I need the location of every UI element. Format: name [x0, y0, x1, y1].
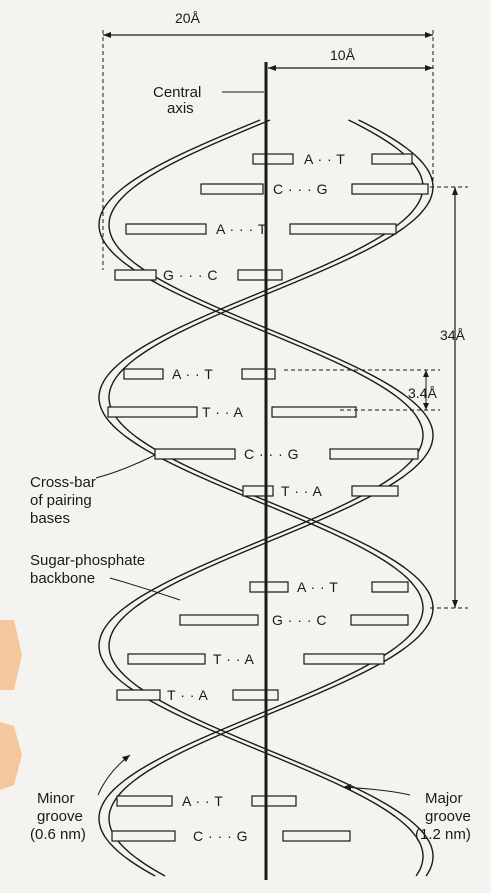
radius-label: 10Å [330, 47, 356, 63]
base-pair-8-left-bar [242, 485, 274, 497]
base-pair-5-label: A · · T [172, 366, 213, 382]
cross-bar-label-line1: Cross-bar [30, 474, 96, 491]
minor-groove-label-line2: groove [37, 808, 83, 825]
base-pair-12-left-bar [116, 689, 161, 701]
accent-shape-top [0, 620, 22, 690]
base-pairs: A · · T C · · · G A · · · T G · · · C A · · … [107, 151, 429, 844]
base-pair-10-left-bar [179, 614, 259, 626]
base-pair-4-left-bar [114, 269, 157, 281]
strand-b-edge-1 [98, 119, 424, 877]
base-pair-11-right-bar [303, 653, 385, 665]
base-pair-9-label: A · · T [297, 579, 338, 595]
rise-label: 3.4Å [408, 385, 437, 401]
base-pair-9-left-bar [249, 581, 289, 593]
pitch-dimension: 34Å [430, 186, 468, 609]
base-pair-2-right-bar [351, 183, 429, 195]
base-pair-7-left-bar [154, 448, 236, 460]
backbone-label-line1: Sugar-phosphate [30, 552, 145, 569]
strand-b-edge-2 [108, 119, 434, 877]
base-pair-1-label: A · · T [304, 151, 345, 167]
base-pair-6-label: T · · A [202, 404, 244, 420]
minor-groove-label-line3: (0.6 nm) [30, 826, 86, 843]
width-dimension: 20Å [102, 10, 434, 270]
central-axis-label-line2: axis [167, 100, 194, 117]
base-pair-12-right-bar [232, 689, 279, 701]
base-pair-8-label: T · · A [281, 483, 323, 499]
base-pair-14-label: C · · · G [193, 828, 248, 844]
central-axis-label: Central axis [153, 84, 264, 117]
base-pair-5-left-bar [123, 368, 164, 380]
strand-a-edge-1 [98, 119, 424, 877]
backbone-label: Sugar-phosphate backbone [30, 552, 181, 601]
base-pair-2-left-bar [200, 183, 264, 195]
base-pair-8-right-bar [351, 485, 399, 497]
base-pair-10-label: G · · · C [272, 612, 327, 628]
base-pair-13-left-bar [116, 795, 173, 807]
helix-strands [98, 119, 434, 877]
base-pair-2-label: C · · · G [273, 181, 328, 197]
base-pair-1-left-bar [252, 153, 294, 165]
base-pair-13-label: A · · T [182, 793, 223, 809]
strand-a-edge-2 [108, 119, 434, 877]
accent-shape-bottom [0, 722, 22, 790]
backbone-label-line2: backbone [30, 570, 95, 587]
width-label: 20Å [175, 10, 201, 26]
pitch-label: 34Å [440, 327, 466, 343]
base-pair-9-right-bar [371, 581, 409, 593]
base-pair-5-right-bar [241, 368, 276, 380]
minor-groove-label-line1: Minor [37, 790, 75, 807]
base-pair-13-right-bar [251, 795, 297, 807]
major-groove-label-line1: Major [425, 790, 463, 807]
minor-groove-label: Minor groove (0.6 nm) [30, 754, 131, 843]
base-pair-1-right-bar [371, 153, 413, 165]
base-pair-14-left-bar [111, 830, 176, 842]
base-pair-14-right-bar [282, 830, 351, 842]
base-pair-12-label: T · · A [167, 687, 209, 703]
rise-dimension: 3.4Å [284, 369, 440, 411]
radius-dimension: 10Å [268, 47, 433, 71]
base-pair-11-label: T · · A [213, 651, 255, 667]
base-pair-4-label: G · · · C [163, 267, 218, 283]
base-pair-7-right-bar [329, 448, 419, 460]
major-groove-label-line2: groove [425, 808, 471, 825]
base-pair-6-right-bar [271, 406, 357, 418]
base-pair-7-label: C · · · G [244, 446, 299, 462]
cross-bar-label-line2: of pairing [30, 492, 92, 509]
base-pair-3-right-bar [289, 223, 397, 235]
base-pair-3-left-bar [125, 223, 207, 235]
central-axis-label-line1: Central [153, 84, 201, 101]
base-pair-6-left-bar [107, 406, 198, 418]
base-pair-11-left-bar [127, 653, 206, 665]
cross-bar-label: Cross-bar of pairing bases [30, 454, 156, 527]
base-pair-3-label: A · · · T [216, 221, 267, 237]
cross-bar-label-line3: bases [30, 510, 70, 527]
base-pair-10-right-bar [350, 614, 409, 626]
major-groove-label: Major groove (1.2 nm) [342, 784, 471, 843]
major-groove-label-line3: (1.2 nm) [415, 826, 471, 843]
base-pair-4-right-bar [237, 269, 283, 281]
